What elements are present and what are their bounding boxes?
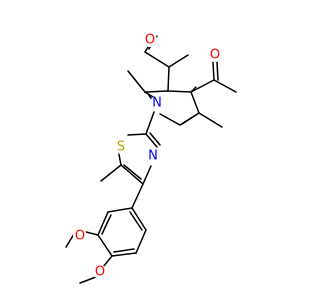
- atom-label: O: [210, 48, 220, 63]
- bond: [100, 164, 122, 182]
- bond: [113, 248, 135, 253]
- bond: [97, 234, 113, 257]
- methoxy-oxygen-1: O: [73, 229, 87, 244]
- atom-label: S: [117, 140, 125, 155]
- thiazole-nitrogen: N: [146, 149, 160, 164]
- atom-label: N: [148, 149, 158, 164]
- bond: [168, 54, 189, 68]
- bond: [213, 79, 237, 93]
- atom-label: O: [95, 265, 105, 280]
- bond: [144, 90, 169, 93]
- methoxy-oxygen-2: O: [93, 265, 107, 280]
- bond: [102, 255, 113, 268]
- bond: [127, 133, 147, 136]
- bond: [85, 231, 99, 236]
- bond: [101, 214, 112, 235]
- bond: [97, 211, 109, 236]
- bond: [181, 114, 197, 125]
- bond: [216, 61, 219, 81]
- atom-label: O: [75, 229, 85, 244]
- atom-label: O: [145, 33, 155, 48]
- bond: [198, 112, 223, 128]
- atom-layer: O O N S N O O: [73, 33, 222, 280]
- bond: [111, 252, 137, 257]
- bond: [127, 70, 146, 93]
- bond: [131, 207, 147, 231]
- acetyl-oxygen-2: O: [208, 48, 222, 63]
- bond: [190, 91, 200, 114]
- bond: [167, 66, 170, 92]
- bond: [120, 164, 144, 185]
- bond: [145, 111, 155, 135]
- bond-layer: [65, 35, 237, 284]
- bond: [167, 90, 192, 93]
- bond: [145, 133, 158, 148]
- bond: [212, 61, 215, 81]
- bond: [135, 229, 147, 254]
- bond: [123, 164, 142, 180]
- bond: [149, 132, 161, 146]
- bond: [107, 207, 133, 213]
- molecule-diagram: O O N S N O O: [65, 33, 237, 284]
- bond: [159, 113, 181, 126]
- pyrrole-nitrogen: N: [150, 96, 164, 111]
- bond: [142, 165, 152, 185]
- bond: [190, 79, 215, 93]
- atom-label: N: [152, 96, 162, 111]
- structure-canvas: O O N S N O O: [65, 33, 237, 284]
- bond: [79, 276, 97, 284]
- bond: [65, 233, 75, 248]
- bond: [131, 183, 144, 209]
- thiazole-sulfur: S: [114, 140, 128, 155]
- bond: [144, 51, 170, 68]
- bond: [129, 211, 143, 231]
- acetyl-oxygen-1: O: [143, 33, 157, 48]
